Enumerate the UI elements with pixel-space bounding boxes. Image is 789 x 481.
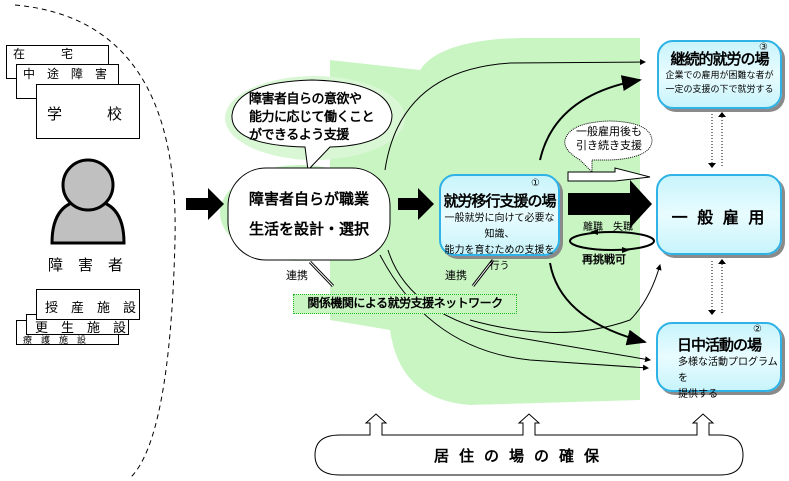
card-home-label: 在 宅 [13,47,74,61]
daytime-activity-place: ② 日中活動の場 多様な活動プログラムを 提供する [656,322,782,400]
continuous-title: 継続的就労の場 [670,50,769,68]
curve-to-employment-low [469,264,662,333]
bubble-line-3: ができるよう支援 [249,128,349,143]
network-label: 関係機関による就労支援ネットワーク [293,294,517,314]
retry-loop-icon [569,231,655,251]
bubble-text: 障害者自らの意欲や 能力に応じて働くこと ができるよう支援 [249,91,375,145]
daytime-desc-1: 多様な活動プログラムを [678,357,778,384]
card-rehab-label: 更 生 施 設 [35,321,127,336]
arrow-to-decide-icon [186,188,224,220]
continuous-desc-2: 一定の支援の下で就労する [665,85,774,95]
continued-support-arrow-icon [567,167,651,182]
vertical-dotted-arrows [711,114,723,313]
continued-line-1: 一般雇用後も [576,125,642,138]
card-midlife-label: 中 途 障 害 [23,67,108,81]
general-employment-box: 一 般 雇 用 [656,174,782,255]
daytime-title: 日中活動の場 [676,336,762,354]
curve-transition-to-continuous [539,75,642,161]
job-loss-label: 離職 失職 [583,222,633,233]
left-dashed-boundary [14,4,176,479]
transition-title: 就労移行支援の場 [443,192,556,210]
bubble-line-2: 能力に応じて働くこと [249,110,375,125]
collab-label-left: 連携 [286,269,308,282]
curve-transition-to-daytime [549,262,647,346]
card-sheltered-workshop: 授 産 施 設 [36,289,140,320]
continued-line-2: 引き続き支援 [576,139,642,152]
vertical-arrowheads [708,112,726,315]
arrow-to-transition-icon [398,188,434,220]
continued-support-bubble-shape [564,120,653,174]
decide-box-shape [227,167,391,261]
curve-to-daytime-2 [379,254,649,371]
transition-number: ① [531,178,540,189]
daytime-desc-2: 提供する [678,389,718,400]
collab-label-right: 連携 [445,269,467,282]
card-workshop-label: 授 産 施 設 [45,301,137,316]
card-school: 学 校 [36,84,140,139]
decide-line-1: 障害者自らが職業 [248,190,369,208]
residence-bar-shape [314,413,744,476]
decide-line-2: 生活を設計・選択 [248,220,369,238]
transition-desc-2: 能力を育むための支援を行う [444,245,555,272]
bubble-shape [231,79,393,172]
continued-support-text: 一般雇用後も 引き続き支援 [574,125,644,153]
decide-box-text: 障害者自らが職業 生活を設計・選択 [232,184,386,244]
daytime-number: ② [753,324,762,335]
general-employment-title: 一 般 雇 用 [671,208,767,227]
card-nursing-label: 療 護 施 設 [23,336,87,346]
continuous-number: ③ [759,42,768,53]
continuous-employment-place: ③ 継続的就労の場 企業での雇用が困難な者が 一定の支援の下で就労する [657,40,782,109]
continuous-desc-1: 企業での雇用が困難な者が [665,71,774,81]
bubble-line-1: 障害者自らの意欲や [249,92,362,107]
transition-desc-1: 一般就労に向けて必要な知識、 [444,213,555,240]
arrow-to-employment-icon [568,180,652,228]
transition-support-place: ① 就労移行支援の場 一般就労に向けて必要な知識、 能力を育むための支援を行う [439,174,560,272]
retry-label: 再挑戦可 [582,253,626,266]
retry-loop-arrowheads [590,229,630,253]
residence-label: 居住の場の確保 [434,447,610,465]
card-school-label: 学 校 [47,105,123,123]
person-icon [50,158,126,245]
person-label: 障 害 者 [48,256,124,274]
curve-to-continuous [384,59,646,171]
